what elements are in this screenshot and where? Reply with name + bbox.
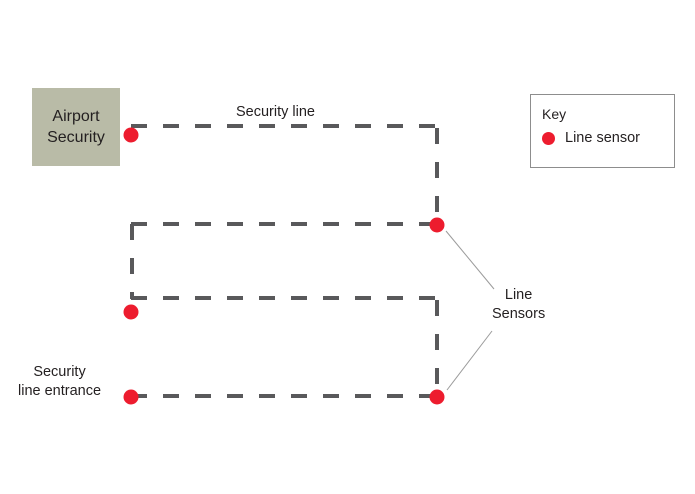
red-dot-icon (542, 131, 555, 145)
line-sensor-dot[interactable] (123, 127, 139, 143)
line-sensor-dot[interactable] (429, 389, 445, 405)
line-sensor-dot[interactable] (429, 217, 445, 233)
key-legend-item-line-sensor: Line sensor (542, 130, 640, 146)
security-line-label: Security line (236, 104, 315, 120)
security-line-entrance-label: Security line entrance (18, 364, 102, 400)
line-sensor-dot[interactable] (123, 304, 139, 320)
airport-security-zone: Airport Security (32, 88, 120, 166)
airport-security-label: Airport Security (47, 107, 105, 146)
line-sensor-dot[interactable] (123, 389, 139, 405)
leader-line-upper (445, 230, 495, 290)
leader-line-lower (446, 330, 493, 391)
key-title: Key (542, 106, 567, 122)
key-legend-item-label: Line sensor (565, 130, 640, 146)
key-legend-box (530, 94, 675, 168)
line-sensors-label: Line Sensors (492, 287, 546, 323)
